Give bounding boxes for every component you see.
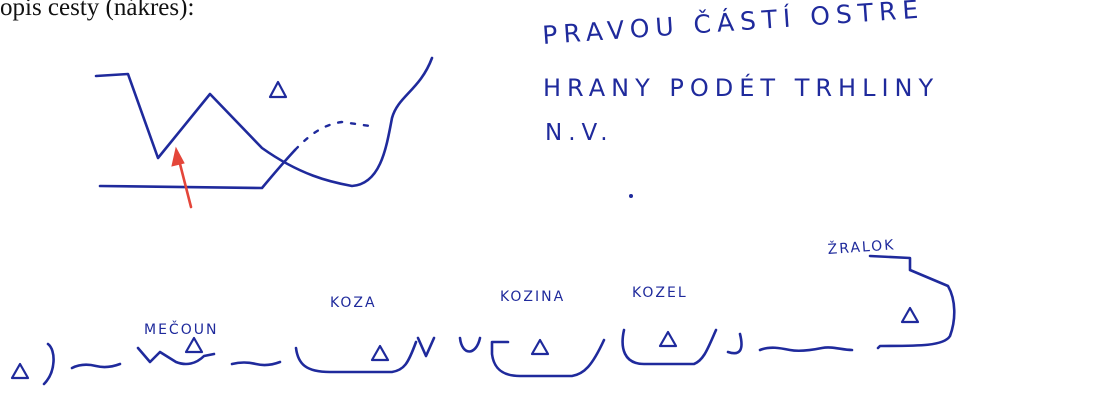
profile-kozina-basin bbox=[490, 338, 606, 378]
label-kozel: KOZEL bbox=[632, 285, 688, 301]
label-meloun: MEČOUN bbox=[144, 320, 218, 338]
label-koza: KOZA bbox=[330, 295, 377, 311]
route-description-label: opis cesty (nákres): bbox=[0, 0, 195, 21]
red-arrow-shaft bbox=[177, 158, 193, 209]
stray-dot bbox=[629, 194, 633, 198]
profile-u-mark bbox=[458, 336, 482, 353]
profile-j-mark bbox=[726, 332, 743, 355]
profile-koza-triangle bbox=[370, 344, 390, 362]
ridge-line bbox=[94, 56, 434, 188]
profile-meloun-dip bbox=[136, 346, 216, 366]
profile-start-triangle bbox=[10, 362, 30, 380]
profile-v-mark-1 bbox=[416, 336, 436, 358]
note-line-2: HRANY PODÉT TRHLINY bbox=[543, 73, 939, 102]
profile-zralok-triangle bbox=[900, 306, 920, 324]
route-profile-sketch bbox=[10, 254, 956, 386]
profile-meloun-triangle bbox=[184, 336, 204, 354]
profile-koza-basin bbox=[294, 340, 418, 374]
profile-kozel-triangle bbox=[658, 330, 678, 348]
red-arrow-head bbox=[171, 146, 185, 167]
summit-triangle-mark bbox=[268, 80, 288, 99]
label-zralok: ŽRALOK bbox=[827, 235, 896, 258]
profile-start-bracket bbox=[42, 342, 55, 386]
label-kozina: KOZINA bbox=[500, 289, 565, 305]
profile-zralok-bracket bbox=[868, 254, 956, 350]
ground-line bbox=[98, 148, 297, 190]
profile-squiggle-3 bbox=[758, 346, 854, 353]
profile-kozina-triangle bbox=[530, 338, 550, 356]
profile-kozel-basin bbox=[621, 328, 718, 366]
handwritten-note: PRAVOU ČÁSTÍ OSTRÉ HRANY PODÉT TRHLINY N… bbox=[541, 0, 939, 198]
summit-labels: MEČOUN KOZA KOZINA KOZEL ŽRALOK bbox=[144, 235, 896, 338]
note-line-3: N.V. bbox=[545, 120, 614, 146]
dashed-route-line bbox=[293, 120, 372, 152]
note-line-1: PRAVOU ČÁSTÍ OSTRÉ bbox=[541, 0, 925, 50]
cross-section-sketch bbox=[94, 56, 434, 209]
profile-squiggle-1 bbox=[70, 362, 122, 370]
profile-squiggle-2 bbox=[230, 360, 282, 367]
